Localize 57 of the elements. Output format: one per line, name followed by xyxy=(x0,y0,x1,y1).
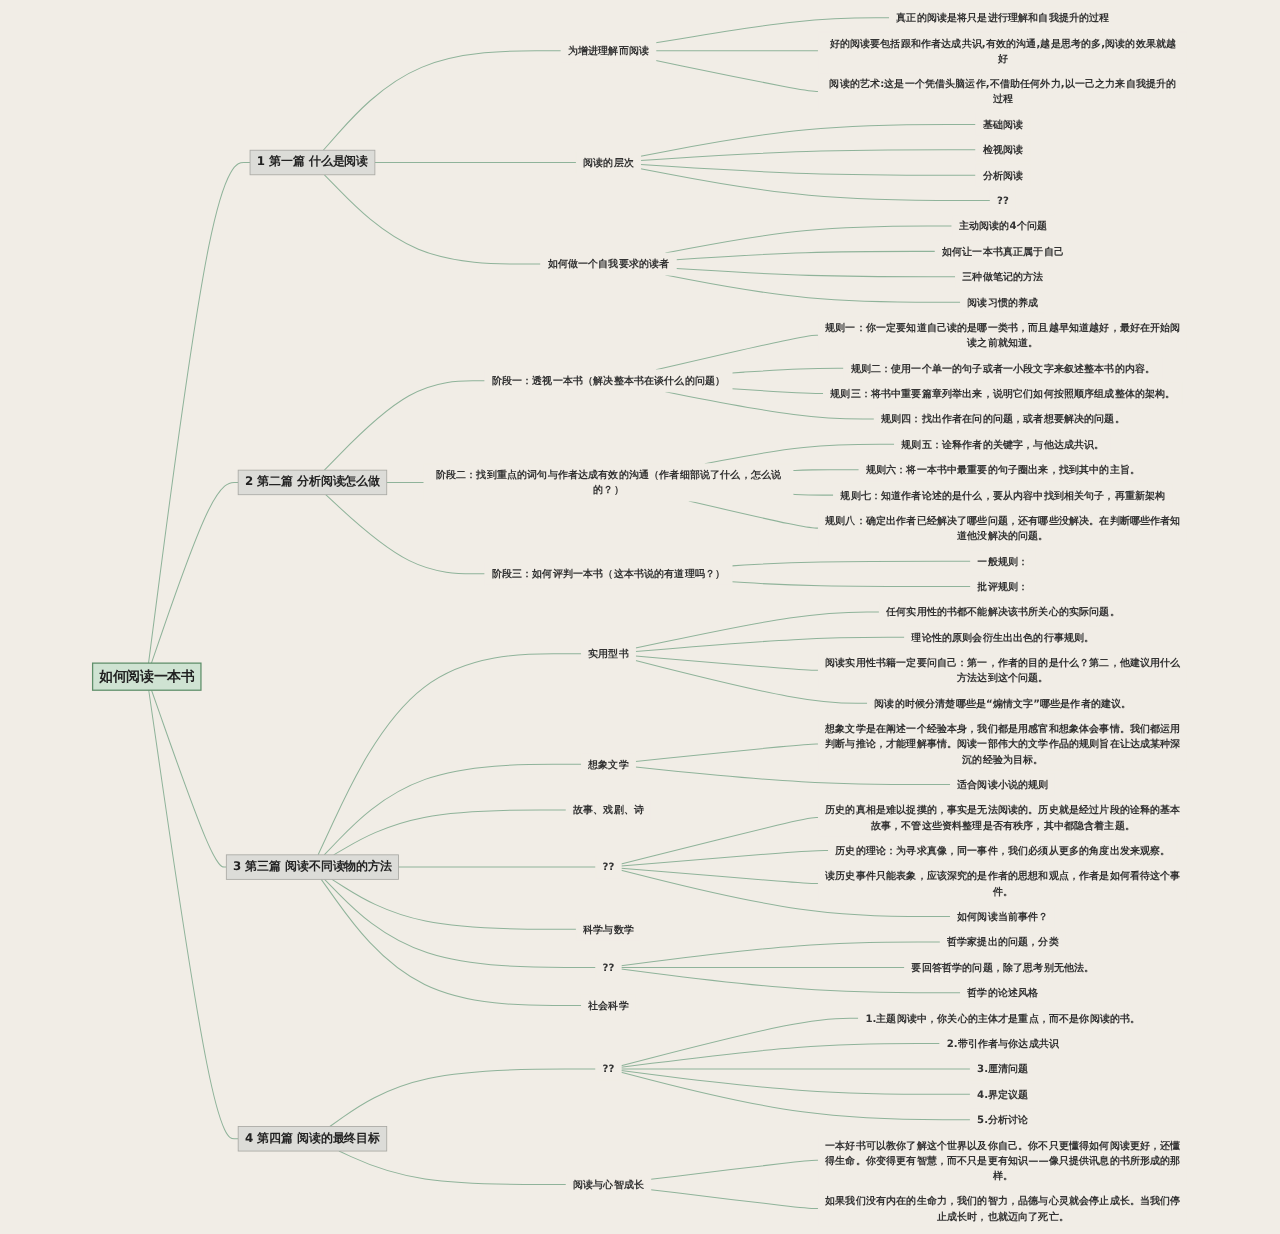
connector xyxy=(635,766,951,786)
connector xyxy=(640,149,977,161)
connector xyxy=(323,174,542,265)
connector xyxy=(333,809,567,856)
connector xyxy=(620,968,962,994)
connector xyxy=(655,60,819,92)
connector xyxy=(792,493,835,496)
connector xyxy=(374,162,577,163)
connector xyxy=(324,878,597,968)
connector xyxy=(386,481,425,483)
connector xyxy=(731,388,824,395)
connector xyxy=(148,689,239,1140)
connector xyxy=(148,162,251,664)
connector xyxy=(635,655,819,671)
connector xyxy=(317,653,582,856)
connector xyxy=(151,689,227,868)
connector xyxy=(620,1068,971,1070)
connector xyxy=(329,1068,597,1127)
connector xyxy=(792,469,860,472)
connector xyxy=(620,850,830,867)
connector xyxy=(323,763,582,856)
connector xyxy=(640,168,991,202)
connector xyxy=(620,867,819,885)
connector xyxy=(650,1159,819,1180)
connector xyxy=(323,380,486,471)
connector xyxy=(675,250,936,261)
connector xyxy=(635,660,869,704)
connector xyxy=(620,869,951,918)
connector xyxy=(655,50,819,52)
connector xyxy=(620,1070,971,1095)
connector xyxy=(620,941,941,967)
connector xyxy=(650,1189,819,1210)
connector xyxy=(640,123,977,157)
connector xyxy=(655,334,819,371)
connector xyxy=(655,17,890,44)
connector xyxy=(640,164,977,176)
connector xyxy=(398,866,597,868)
connector xyxy=(325,494,486,575)
connector xyxy=(731,367,845,374)
connector xyxy=(322,50,562,151)
connector xyxy=(620,1071,971,1121)
connector xyxy=(675,267,956,278)
connector xyxy=(635,611,880,649)
connector xyxy=(664,225,953,254)
connector xyxy=(620,966,906,968)
connector xyxy=(331,878,577,930)
connector xyxy=(620,1017,860,1067)
connector xyxy=(320,878,582,1006)
connector xyxy=(150,481,239,664)
connector xyxy=(635,743,819,762)
connector xyxy=(635,636,906,653)
connector xyxy=(620,1043,941,1068)
connector xyxy=(664,391,875,420)
connector xyxy=(338,1150,567,1185)
connector xyxy=(731,560,972,567)
connector xyxy=(620,817,819,865)
connector xyxy=(731,581,972,588)
